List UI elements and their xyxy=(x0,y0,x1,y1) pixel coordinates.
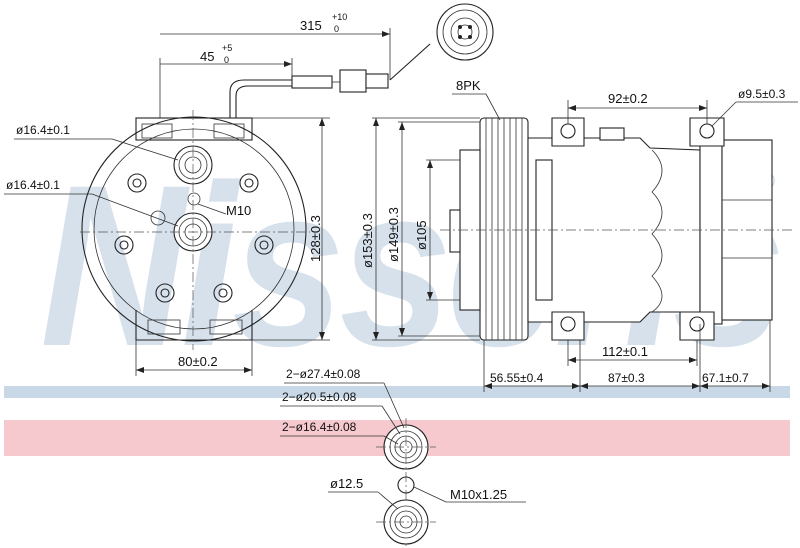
svg-text:0: 0 xyxy=(334,24,339,34)
svg-text:128±0.3: 128±0.3 xyxy=(308,215,323,262)
svg-text:56.55±0.4: 56.55±0.4 xyxy=(490,371,544,385)
svg-text:80±0.2: 80±0.2 xyxy=(178,354,218,369)
svg-text:45: 45 xyxy=(200,49,214,64)
rear-view-leaders: ø16.4±0.1 ø16.4±0.1 M10 xyxy=(4,123,251,227)
dim-45: 45 +5 0 xyxy=(159,43,293,118)
dim-112: 112±0.1 xyxy=(567,340,698,366)
svg-text:ø16.4±0.1: ø16.4±0.1 xyxy=(6,178,60,192)
svg-text:2−ø27.4±0.08: 2−ø27.4±0.08 xyxy=(286,367,361,381)
svg-text:315: 315 xyxy=(300,18,322,33)
svg-text:ø9.5±0.3: ø9.5±0.3 xyxy=(738,87,786,101)
svg-text:92±0.2: 92±0.2 xyxy=(608,91,648,106)
svg-text:M10x1.25: M10x1.25 xyxy=(450,487,507,502)
dim-chain-bottom: 56.55±0.4 87±0.3 67.1±0.7 xyxy=(483,320,771,392)
svg-text:ø105: ø105 xyxy=(414,220,429,250)
dim-92: 92±0.2 xyxy=(567,91,708,124)
svg-text:ø12.5: ø12.5 xyxy=(330,476,363,491)
dim-128: 128±0.3 xyxy=(252,117,330,341)
connector-end-view xyxy=(436,3,494,61)
dim-hole-9-5: ø9.5±0.3 xyxy=(711,87,798,127)
svg-text:2−ø20.5±0.08: 2−ø20.5±0.08 xyxy=(282,390,357,404)
dim-diameters: ø153±0.3 ø149±0.3 ø105 xyxy=(360,117,480,341)
svg-text:ø149±0.3: ø149±0.3 xyxy=(386,207,401,262)
port-detail: 2−ø27.4±0.08 2−ø20.5±0.08 2−ø16.4±0.08 ø… xyxy=(280,367,526,546)
belt-label: 8PK xyxy=(452,78,501,121)
svg-text:8PK: 8PK xyxy=(456,78,481,93)
svg-text:0: 0 xyxy=(224,55,229,65)
side-view xyxy=(440,117,792,341)
rear-view xyxy=(80,110,310,350)
svg-text:87±0.3: 87±0.3 xyxy=(608,371,645,385)
cable-connector xyxy=(229,69,389,120)
svg-text:2−ø16.4±0.08: 2−ø16.4±0.08 xyxy=(282,420,357,434)
svg-text:+10: +10 xyxy=(332,12,347,22)
dim-315: 315 +10 0 xyxy=(160,12,391,80)
svg-text:ø16.4±0.1: ø16.4±0.1 xyxy=(16,123,70,137)
svg-text:67.1±0.7: 67.1±0.7 xyxy=(702,371,749,385)
svg-text:112±0.1: 112±0.1 xyxy=(602,344,648,359)
svg-text:+5: +5 xyxy=(222,43,232,53)
svg-text:M10: M10 xyxy=(226,203,251,218)
svg-text:ø153±0.3: ø153±0.3 xyxy=(360,213,375,268)
blue-rule xyxy=(4,386,790,398)
dim-80: 80±0.2 xyxy=(135,340,253,376)
